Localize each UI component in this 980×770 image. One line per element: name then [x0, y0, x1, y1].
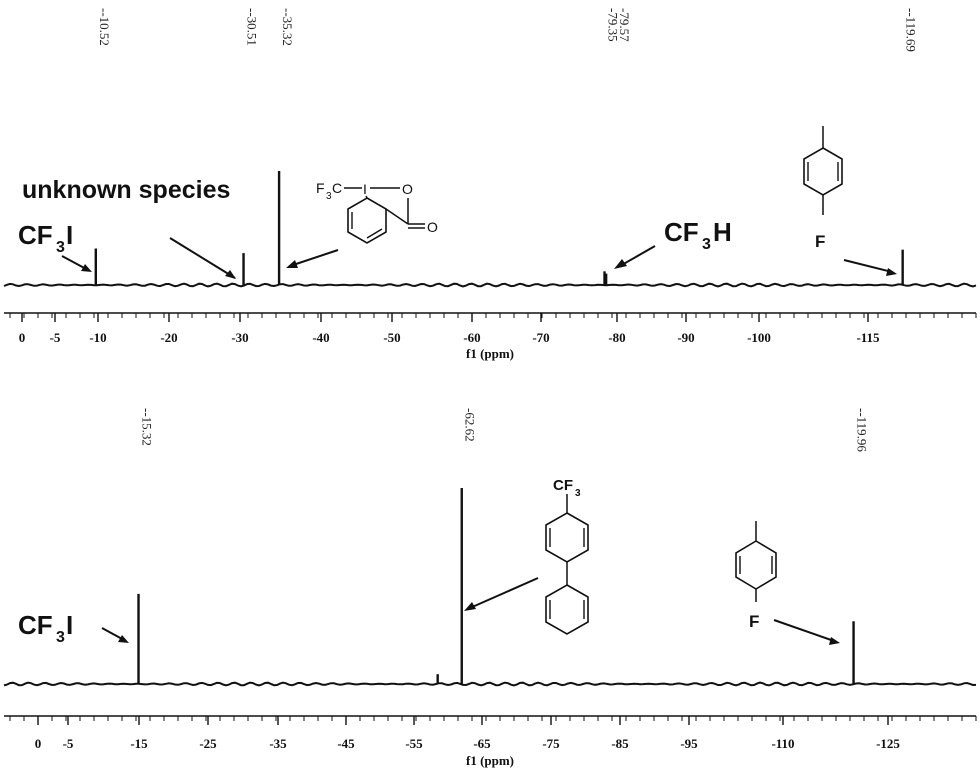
togni-bond-i-ring — [365, 195, 368, 199]
cf3i-top-main: CF — [18, 220, 53, 250]
ftol-bottom-f: F — [749, 612, 759, 631]
peak-label-3: --119.96 — [855, 408, 870, 452]
x-tick-label: -15 — [130, 736, 148, 751]
x-tick-label: -45 — [337, 736, 355, 751]
x-tick-label: -10 — [89, 330, 106, 345]
peak-label-1: --30.51 — [245, 8, 260, 46]
x-tick-label: -60 — [463, 330, 480, 345]
x-tick-label: -40 — [312, 330, 329, 345]
x-axis-label: f1 (ppm) — [466, 346, 514, 361]
x-tick-label: -75 — [542, 736, 560, 751]
togni-i: I — [363, 181, 367, 197]
x-tick-label: -100 — [747, 330, 771, 345]
biphenyl-ring1 — [545, 512, 589, 563]
x-tick-label: -125 — [876, 736, 900, 751]
cf3h-arrow-head — [614, 259, 627, 269]
cf3h-arrow — [619, 245, 656, 267]
ftol-top-arrow — [843, 259, 893, 273]
x-tick-label: -25 — [199, 736, 217, 751]
peak-label-5: --119.69 — [904, 8, 919, 52]
cf3i-bottom-label: CF 3 I — [18, 610, 73, 646]
peak-label-2: -62.62 — [463, 408, 478, 442]
x-tick-label: -65 — [473, 736, 491, 751]
togni-bond-ring-c — [385, 208, 409, 225]
peak-label-4: -79.57 — [617, 8, 632, 42]
togni-f: F — [316, 180, 325, 196]
x-tick-label: -5 — [63, 736, 74, 751]
ftol-top-f: F — [815, 232, 825, 251]
togni-arrow-head — [286, 260, 298, 268]
biphenyl-arrow — [469, 577, 539, 609]
biphenyl-sub: 3 — [575, 488, 581, 499]
x-tick-label: -80 — [608, 330, 625, 345]
x-tick-label: 0 — [19, 330, 26, 345]
cf3i-top-label: CF 3 I — [18, 220, 73, 256]
x-tick-label: -70 — [532, 330, 549, 345]
ftol-top-ring — [803, 147, 843, 196]
togni-benzene — [347, 197, 387, 244]
fluorotoluene-bottom-structure: F — [735, 521, 777, 631]
cf3i-top-sub: 3 — [56, 239, 65, 256]
cf3h-main: CF — [664, 217, 699, 247]
cf3i-bottom-main: CF — [18, 610, 53, 640]
ftol-bottom-arrow-head — [829, 637, 840, 645]
togni-arrow — [289, 249, 339, 267]
peak-label-2: --35.32 — [280, 8, 295, 46]
cf3i-bottom-end: I — [66, 610, 73, 640]
togni-c: C — [332, 180, 342, 196]
ftol-bottom-arrow — [773, 619, 835, 642]
x-axis-label: f1 (ppm) — [466, 753, 514, 768]
cf3i-top-end: I — [66, 220, 73, 250]
cf3h-label: CF 3 H — [664, 217, 732, 253]
x-tick-label: -5 — [50, 330, 61, 345]
peak-label-0: --10.52 — [97, 8, 112, 46]
togni-o2: O — [427, 219, 438, 235]
x-tick-label: -115 — [856, 330, 880, 345]
biphenyl-structure: CF 3 — [545, 477, 589, 635]
togni-double-2 — [366, 228, 383, 239]
peak-label-3: -79.35 — [606, 8, 621, 42]
fluorotoluene-top-structure: F — [803, 126, 843, 251]
unknown-arrow-head — [225, 270, 236, 279]
biphenyl-cf: CF — [553, 477, 573, 494]
x-tick-label: -35 — [269, 736, 287, 751]
ftol-bottom-ring — [735, 540, 777, 590]
x-tick-label: -20 — [160, 330, 177, 345]
x-tick-label: -55 — [405, 736, 423, 751]
x-tick-label: -90 — [677, 330, 694, 345]
unknown-species-label: unknown species — [22, 176, 230, 204]
top-spectrum-panel: --10.52 --30.51 --35.32 -79.35-79.57 --119.6… — [3, 8, 977, 361]
togni-o1: O — [402, 181, 413, 197]
cf3h-sub: 3 — [702, 236, 711, 253]
spectrum-baseline — [3, 681, 977, 687]
togni-sub: 3 — [326, 191, 332, 202]
cf3h-end: H — [713, 217, 732, 247]
cf3i-bottom-arrow-head — [118, 635, 129, 643]
top-annotations: unknown species CF 3 I F 3 C I O — [18, 126, 897, 279]
unknown-arrow — [169, 237, 236, 279]
peak-label-0: --15.32 — [140, 408, 155, 446]
cf3i-top-arrow-head — [81, 264, 92, 272]
x-tick-label: -85 — [611, 736, 629, 751]
x-tick-label: -50 — [383, 330, 400, 345]
ftol-top-arrow-head — [886, 268, 897, 276]
cf3i-bottom-sub: 3 — [56, 629, 65, 646]
bottom-annotations: CF 3 I CF 3 F — [18, 477, 840, 646]
x-tick-label: -30 — [231, 330, 248, 345]
x-tick-label: -95 — [680, 736, 698, 751]
bottom-spectrum-panel: --15.32 -62.62 --119.96 0 -5 -15 -25 -35 -45 -55 -… — [3, 408, 977, 768]
x-tick-label: -110 — [771, 736, 794, 751]
biphenyl-ring2 — [545, 584, 589, 635]
x-tick-label: 0 — [35, 736, 42, 751]
togni-structure: F 3 C I O O — [316, 180, 438, 244]
spectrum-baseline — [3, 282, 977, 288]
biphenyl-arrow-head — [464, 602, 476, 611]
